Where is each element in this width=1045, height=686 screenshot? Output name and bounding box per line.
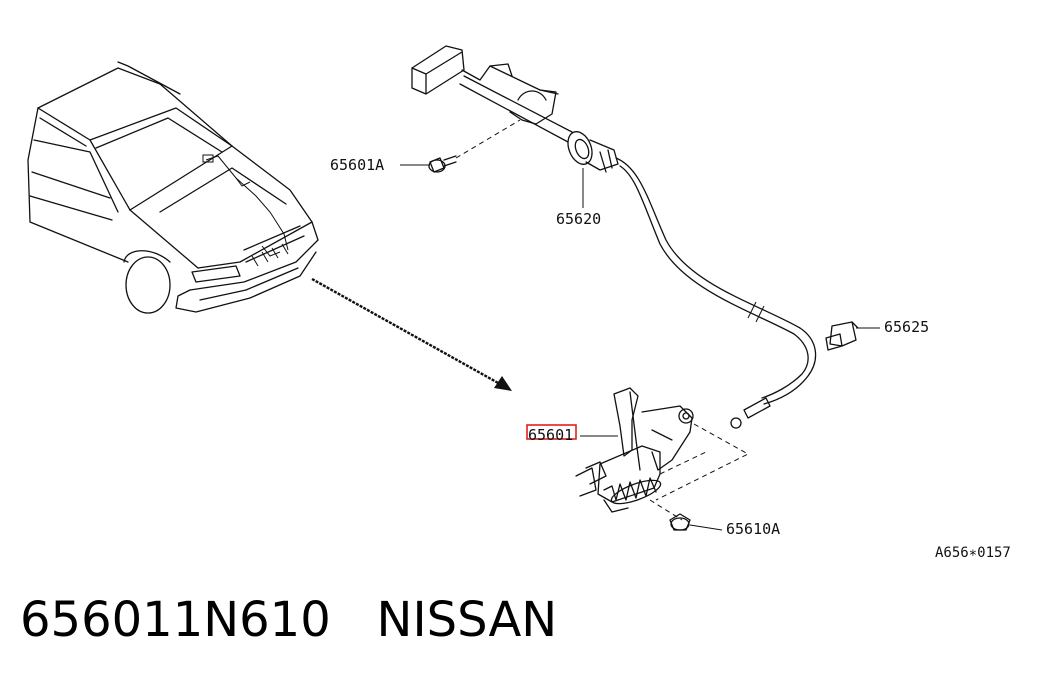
diagram-reference: A656∗0157 xyxy=(935,545,1011,561)
hood-lock-assembly xyxy=(575,387,750,521)
part-caption: 656011N610 NISSAN xyxy=(20,596,557,644)
callout-65610a: 65610A xyxy=(689,520,780,538)
pointer-arrow xyxy=(311,277,512,391)
label-65620: 65620 xyxy=(556,210,601,228)
label-65601a: 65601A xyxy=(330,156,384,174)
label-65610a: 65610A xyxy=(726,520,780,538)
callout-65601: 65601 xyxy=(526,424,618,444)
callout-65625: 65625 xyxy=(856,318,929,336)
clip-65625 xyxy=(825,321,859,351)
callout-65620: 65620 xyxy=(556,168,601,228)
brand-name: NISSAN xyxy=(376,592,558,648)
bolt-65610a xyxy=(669,513,691,531)
label-65625: 65625 xyxy=(884,318,929,336)
bolt-65601a xyxy=(428,119,521,173)
part-number: 656011N610 xyxy=(20,592,331,648)
car-illustration xyxy=(27,61,319,314)
label-65601: 65601 xyxy=(528,426,573,444)
hood-release-cable xyxy=(411,45,817,429)
highlight-box xyxy=(526,424,577,440)
callout-65601a: 65601A xyxy=(330,156,430,174)
